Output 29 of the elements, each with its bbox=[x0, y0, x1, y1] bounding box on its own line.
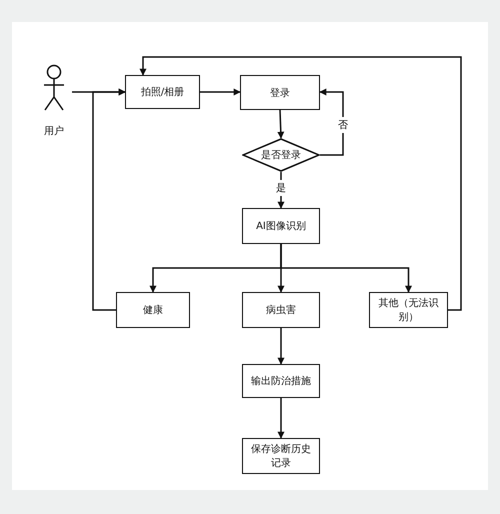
node-text: 病虫害 bbox=[266, 304, 296, 317]
process-box bbox=[242, 208, 320, 244]
node-text: 健康 bbox=[143, 304, 163, 317]
arrow bbox=[200, 88, 241, 96]
node-text: 拍照/相册 bbox=[140, 86, 184, 99]
decision-diamond bbox=[242, 138, 320, 172]
node-text: AI图像识别 bbox=[256, 220, 306, 233]
arrow bbox=[92, 88, 126, 311]
process-box bbox=[242, 438, 320, 474]
process-box bbox=[369, 292, 448, 328]
process-box bbox=[116, 292, 190, 328]
process-box bbox=[125, 75, 200, 109]
actor-label: 用户 bbox=[44, 124, 64, 138]
process-box bbox=[242, 364, 320, 398]
arrow bbox=[278, 328, 284, 365]
node-text: 输出防治措施 bbox=[251, 374, 311, 388]
arrow bbox=[277, 110, 284, 139]
arrow bbox=[280, 244, 412, 293]
process-box bbox=[242, 292, 320, 328]
node-text: 其他（无法识别） bbox=[378, 296, 440, 324]
edge-label: 是 bbox=[275, 180, 287, 196]
node-text: 登录 bbox=[270, 86, 290, 100]
arrow bbox=[140, 56, 462, 311]
process-box bbox=[240, 75, 320, 110]
arrow bbox=[278, 398, 284, 439]
edge-label: 否 bbox=[337, 117, 349, 133]
arrow bbox=[319, 88, 344, 156]
node-text: 是否登录 bbox=[261, 149, 301, 162]
node-text: 保存诊断历史记录 bbox=[250, 442, 312, 470]
